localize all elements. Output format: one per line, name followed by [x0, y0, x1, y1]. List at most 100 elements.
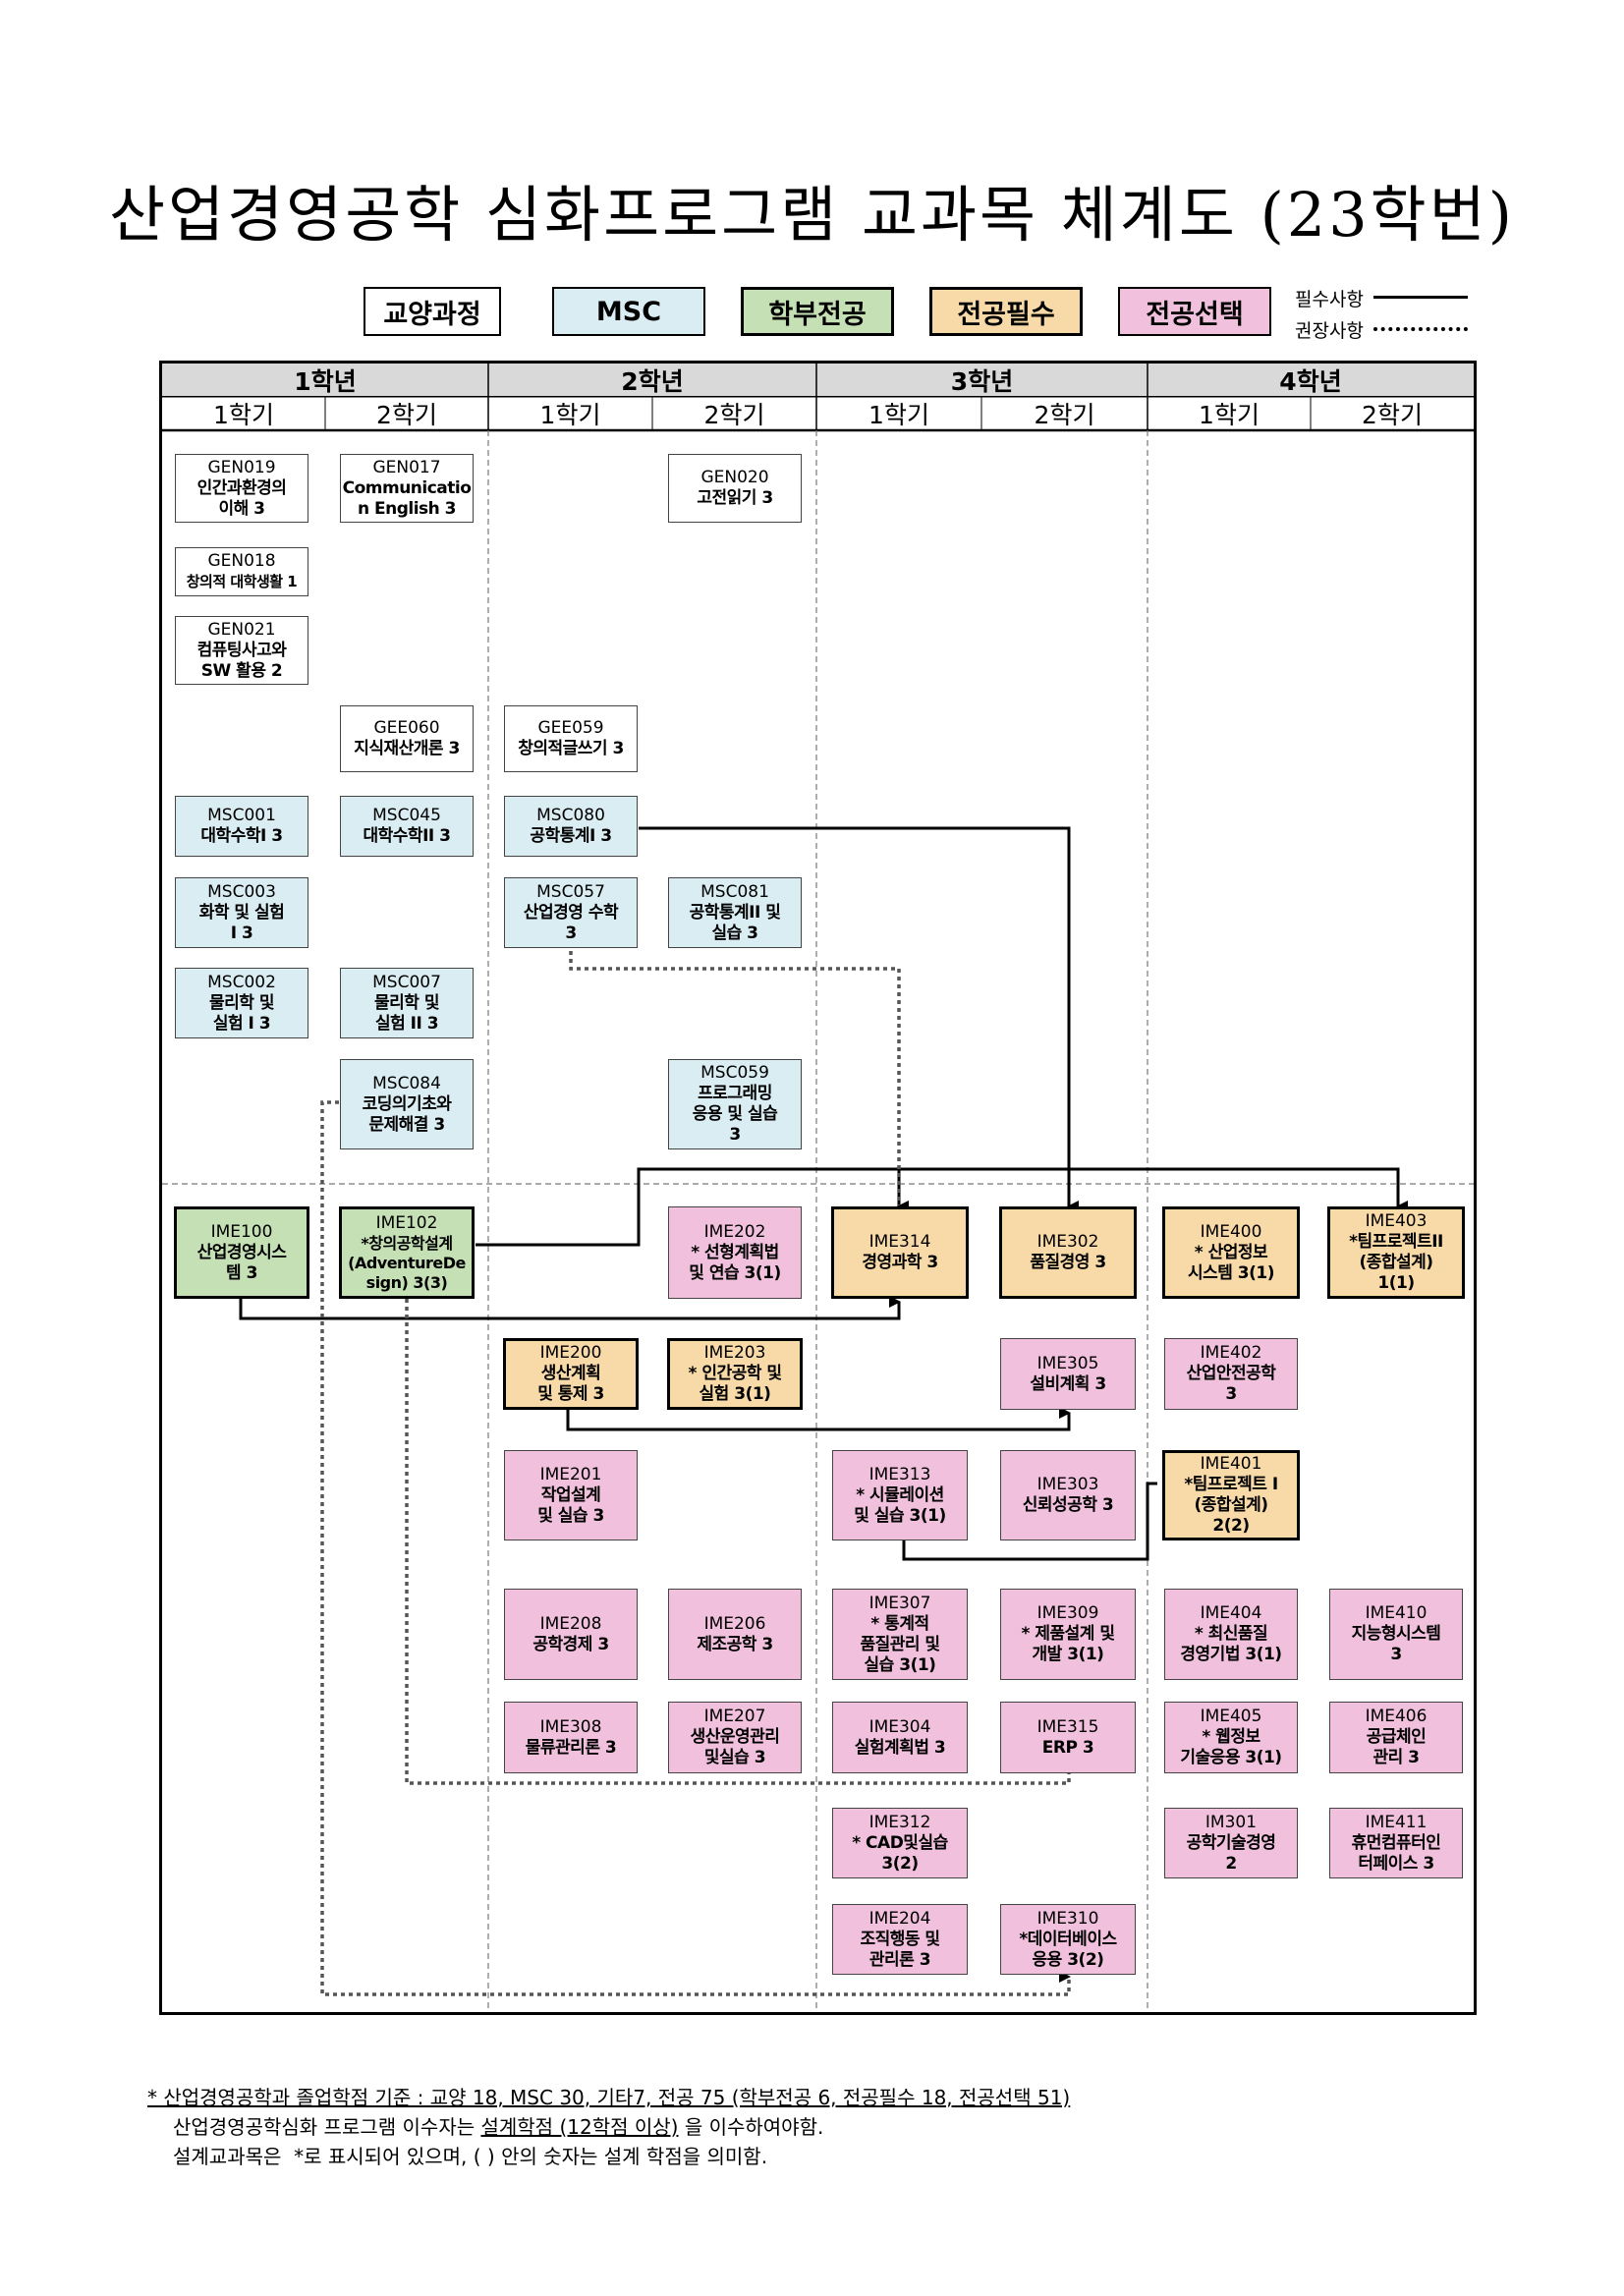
- course-code: MSC045: [372, 806, 441, 825]
- arrow-msc084-ime310: [320, 1100, 1071, 1996]
- semester-header-1-2: 2학기: [376, 401, 437, 429]
- course-IME307[interactable]: IME307* 통계적 품질관리 및 실습 3(1): [832, 1589, 968, 1680]
- legend-recommended-line: [1373, 327, 1468, 331]
- semester-header-3-1: 1학기: [868, 401, 929, 429]
- legend-elective: 전공선택: [1118, 287, 1271, 336]
- course-name: 지능형시스템 3: [1351, 1624, 1441, 1664]
- course-name: 인간과환경의 이해 3: [196, 477, 287, 519]
- chart-frame: [159, 361, 1477, 2015]
- course-name: 컴퓨팅사고와 SW 활용 2: [196, 640, 287, 681]
- course-code: IME410: [1365, 1603, 1428, 1623]
- course-IME405[interactable]: IME405* 웹정보 기술응용 3(1): [1164, 1702, 1298, 1773]
- course-code: MSC001: [207, 806, 276, 825]
- course-code: IME302: [1036, 1232, 1099, 1252]
- course-name: * 시뮬레이션 및 실습 3(1): [854, 1484, 946, 1526]
- course-name: * 선형계획법 및 연습 3(1): [689, 1242, 781, 1283]
- course-name: 공급체인 관리 3: [1366, 1727, 1427, 1767]
- course-code: IME208: [539, 1613, 602, 1634]
- course-name: 대학수학I 3: [200, 826, 283, 846]
- footnote-line-2a: 산업경영공학심화 프로그램 이수자는: [173, 2115, 481, 2139]
- course-code: IME310: [1036, 1908, 1099, 1929]
- footnote: * 산업경영공학과 졸업학점 기준 : 교양 18, MSC 30, 기타7, …: [147, 2083, 1070, 2171]
- course-code: IME102: [375, 1212, 438, 1233]
- course-code: IME411: [1365, 1812, 1428, 1832]
- course-name: 제조공학 3: [697, 1634, 773, 1654]
- course-name: 신뢰성공학 3: [1022, 1495, 1114, 1515]
- course-code: IM301: [1204, 1812, 1258, 1832]
- course-IME313[interactable]: IME313* 시뮬레이션 및 실습 3(1): [832, 1450, 968, 1540]
- course-IME312[interactable]: IME312* CAD및실습 3(2): [832, 1808, 968, 1878]
- course-code: IME207: [703, 1707, 766, 1726]
- course-IME404[interactable]: IME404* 최신품질 경영기법 3(1): [1164, 1589, 1298, 1680]
- course-name: 물리학 및 실험 I 3: [209, 992, 274, 1034]
- semester-header-1-1: 1학기: [213, 401, 274, 429]
- course-code: IME406: [1365, 1707, 1428, 1726]
- course-IME309[interactable]: IME309* 제품설계 및 개발 3(1): [1000, 1589, 1136, 1680]
- course-name: 경영과학 3: [862, 1253, 938, 1272]
- course-IME102[interactable]: IME102*창의공학설계 (AdventureDe sign) 3(3): [339, 1206, 475, 1299]
- arrow-ime102-ime403: [476, 1167, 1408, 1247]
- course-IME203[interactable]: IME203* 인간공학 및 실험 3(1): [667, 1338, 803, 1410]
- course-IME400[interactable]: IME400* 산업정보 시스템 3(1): [1162, 1206, 1300, 1299]
- course-name: 공학통계II 및 실습 3: [689, 902, 781, 943]
- course-name: 코딩의기초와 문제해결 3: [362, 1093, 452, 1135]
- footnote-line-2: 산업경영공학심화 프로그램 이수자는 설계학점 (12학점 이상) 을 이수하여…: [147, 2112, 1070, 2142]
- course-code: IME305: [1036, 1353, 1099, 1373]
- semester-header-4-2: 2학기: [1362, 401, 1423, 429]
- course-name: 생산운영관리 및실습 3: [690, 1727, 780, 1767]
- course-IME202[interactable]: IME202* 선형계획법 및 연습 3(1): [668, 1206, 802, 1299]
- course-code: IME206: [703, 1613, 766, 1634]
- course-IME310[interactable]: IME310*데이터베이스 응용 3(2): [1000, 1904, 1136, 1975]
- course-code: IME312: [868, 1812, 931, 1832]
- course-IME401[interactable]: IME401*팀프로젝트 I (종합설계) 2(2): [1162, 1450, 1300, 1540]
- course-code: IME309: [1036, 1603, 1099, 1623]
- course-name: * 산업정보 시스템 3(1): [1187, 1242, 1275, 1283]
- course-code: IME200: [539, 1343, 602, 1363]
- course-name: 물류관리론 3: [525, 1737, 617, 1758]
- course-name: * 최신품질 경영기법 3(1): [1180, 1624, 1282, 1664]
- year-header-4: 4학년: [1148, 364, 1474, 397]
- course-code: MSC084: [372, 1073, 441, 1093]
- arrow-msc080-ime302: [639, 826, 1079, 1212]
- course-name: *팀프로젝트II (종합설계) 1(1): [1349, 1232, 1443, 1293]
- course-IME403[interactable]: IME403*팀프로젝트II (종합설계) 1(1): [1327, 1206, 1465, 1299]
- course-code: MSC081: [700, 881, 769, 902]
